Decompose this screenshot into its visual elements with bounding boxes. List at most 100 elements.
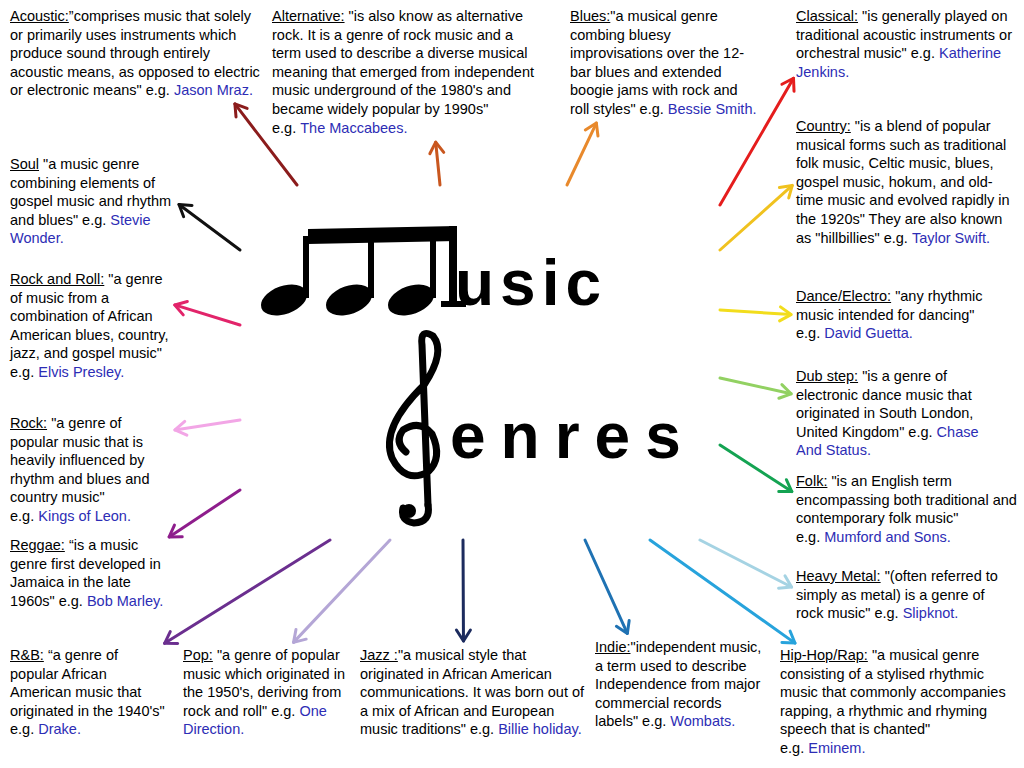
genre-name: Classical:	[796, 8, 858, 24]
example-artist: Mumford and Sons.	[824, 529, 951, 545]
genre-name: Dance/Electro:	[796, 288, 891, 304]
arrow-connector	[175, 301, 240, 325]
title-word: usic	[455, 251, 607, 315]
example-artist: David Guetta.	[824, 325, 913, 341]
genre-entry: Heavy Metal:"(often referred to simply a…	[796, 567, 1008, 623]
arrow-head	[779, 480, 792, 492]
example-artist: Taylor Swift.	[912, 230, 990, 246]
example-artist: Wombats.	[670, 713, 735, 729]
example-artist: Drake.	[38, 721, 81, 737]
arrow-line	[179, 204, 240, 250]
genre-entry: Blues:"a musical genre combing bluesy im…	[570, 7, 760, 119]
genre-entry: Jazz :"a musical style that originated i…	[360, 646, 585, 739]
arrow-head	[779, 385, 791, 399]
arrow-head	[235, 104, 247, 117]
arrow-line	[650, 540, 795, 643]
arrow-connector	[700, 540, 792, 588]
genre-entry: Alternative:"is also know as alternative…	[272, 7, 544, 137]
arrow-connector	[169, 490, 240, 537]
arrow-connector	[430, 142, 444, 185]
genre-entry: Classical:"is generally played on tradit…	[796, 7, 1018, 81]
genre-name: Blues:	[570, 8, 610, 24]
arrow-connector	[585, 540, 629, 633]
example-artist: Eminem.	[808, 740, 865, 756]
example-artist: Billie holiday.	[498, 721, 582, 737]
genre-entry: Acoustic:”comprises music that solely or…	[10, 7, 265, 100]
arrow-line	[720, 310, 791, 315]
genre-definition: "a musical genre combing bluesy improvis…	[570, 8, 744, 117]
genre-hub: usic enres	[240, 185, 720, 540]
arrow-connector	[456, 540, 470, 641]
genre-entry: R&B:“a genre of popular African American…	[10, 646, 170, 739]
arrow-head	[782, 631, 795, 643]
arrow-line	[700, 540, 792, 587]
genre-name: Heavy Metal:	[796, 568, 881, 584]
arrow-head	[430, 142, 444, 154]
genre-entry: Rock:"a genre of popular music that is h…	[10, 414, 170, 526]
genre-entry: Dance/Electro:"any rhythmic music intend…	[796, 287, 1018, 343]
genre-name: Soul	[10, 156, 39, 172]
genre-name: Reggae:	[10, 537, 65, 553]
genre-name: Acoustic:	[10, 8, 69, 24]
arrow-connector	[294, 540, 390, 642]
genre-name: Rock:	[10, 415, 47, 431]
genre-entry: Soul"a music genre combining elements of…	[10, 155, 175, 248]
genre-name: Folk:	[796, 473, 827, 489]
genre-entry: Indie:"independent music, a term used to…	[595, 638, 767, 731]
genre-definition: "a genre of music from a combination of …	[10, 271, 169, 380]
genre-definition: "a genre of popular music that is heavil…	[10, 415, 149, 524]
example-artist: Elvis Presley.	[38, 364, 124, 380]
genre-name: Pop:	[183, 647, 213, 663]
genre-definition: "a musical genre consisting of a stylise…	[780, 647, 1006, 756]
arrow-line	[294, 540, 390, 642]
arrow-head	[779, 576, 792, 588]
music-notes	[257, 226, 466, 321]
genre-name: Hip-Hop/Rap:	[780, 647, 868, 663]
treble-clef	[389, 333, 437, 523]
example-artist: Slipknot.	[903, 605, 959, 621]
arrow-head	[780, 307, 791, 321]
arrow-line	[720, 378, 791, 394]
genre-entry: Dub step:"is a genre of electronic dance…	[796, 367, 996, 460]
arrow-line	[462, 540, 465, 641]
arrow-connector	[720, 307, 791, 321]
example-artist: Kings of Leon.	[38, 508, 131, 524]
genre-entry: Pop:"a genre of popular music which orig…	[183, 646, 353, 739]
genre-definition: "is a blend of popular musical forms suc…	[796, 118, 1010, 246]
genre-entry: Country:"is a blend of popular musical f…	[796, 117, 1020, 247]
arrow-connector	[720, 445, 792, 492]
arrow-head	[169, 525, 182, 537]
genre-entry: Folk:"is an English term encompassing bo…	[796, 472, 1018, 546]
genre-entry: Rock and Roll:"a genre of music from a c…	[10, 270, 170, 382]
genre-name: Jazz :	[360, 647, 398, 663]
note-head	[384, 279, 439, 322]
clef-dot	[402, 504, 416, 518]
clef-stroke	[402, 505, 428, 523]
arrow-connector	[179, 204, 240, 250]
genre-entry: Hip-Hop/Rap:"a musical genre consisting …	[780, 646, 1018, 758]
arrow-line	[169, 490, 240, 537]
genre-definition: "is also know as alternative rock. It is…	[272, 8, 534, 136]
example-artist: Jason Mraz.	[174, 82, 253, 98]
note-head	[322, 279, 377, 322]
arrow-head	[179, 204, 192, 216]
arrow-head	[779, 185, 792, 198]
arrow-connector	[567, 123, 598, 185]
arrow-head	[616, 621, 629, 634]
note-head	[257, 279, 312, 322]
arrow-line	[720, 185, 792, 250]
arrow-head	[294, 630, 307, 643]
genre-name: Rock and Roll:	[10, 271, 104, 287]
genre-name: Dub step:	[796, 368, 858, 384]
example-artist: Bob Marley.	[87, 593, 163, 609]
clef-stroke	[389, 333, 437, 505]
arrow-connector	[175, 420, 240, 435]
genre-name: Country:	[796, 118, 851, 134]
arrow-connector	[650, 540, 795, 643]
example-artist: Bessie Smith.	[668, 101, 757, 117]
arrow-line	[720, 445, 792, 492]
arrow-line	[585, 540, 627, 633]
genre-entry: Reggae:“is a music genre first developed…	[10, 536, 165, 610]
title-word: enres	[450, 404, 696, 468]
